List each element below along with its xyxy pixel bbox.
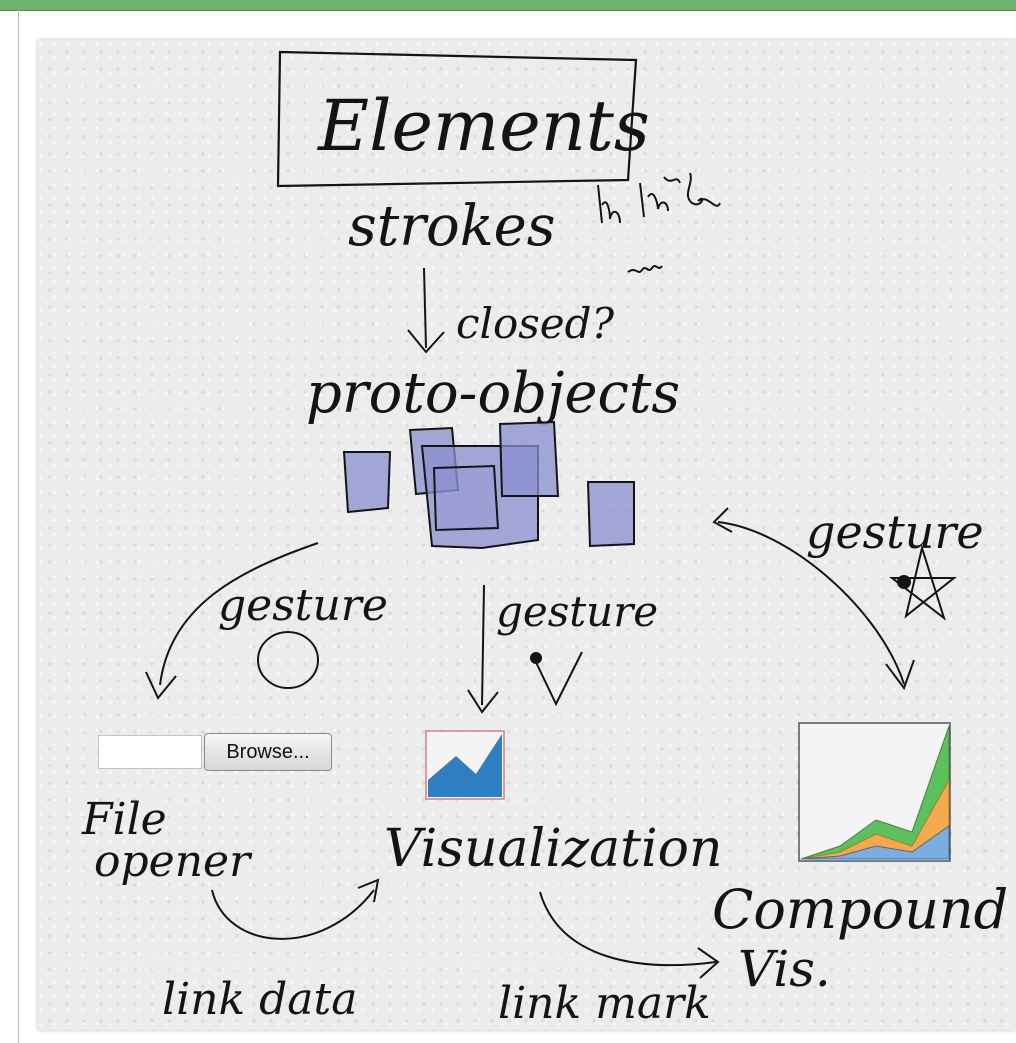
link-data-label: link data bbox=[162, 974, 357, 1025]
arrow-to-compound bbox=[717, 521, 905, 685]
scribble-strokes bbox=[597, 172, 721, 273]
arrow-strokes-to-proto bbox=[423, 267, 427, 349]
title-text: Elements bbox=[316, 85, 650, 167]
star-gesture-icon bbox=[889, 544, 957, 621]
arrow-link-mark bbox=[539, 891, 717, 967]
file-opener-label-line2: opener bbox=[94, 836, 253, 887]
proto-object-shapes bbox=[342, 420, 635, 550]
compound-vis-thumbnail bbox=[798, 722, 951, 862]
left-border bbox=[18, 10, 19, 1043]
arrow-link-data bbox=[211, 889, 375, 940]
strokes-label: strokes bbox=[348, 194, 556, 259]
visualization-label: Visualization bbox=[384, 819, 722, 879]
gesture-left-label: gesture bbox=[218, 580, 388, 631]
proto-objects-label: proto-objects bbox=[306, 361, 680, 426]
check-gesture-icon bbox=[530, 651, 583, 707]
compound-label-line2: Vis. bbox=[738, 940, 831, 998]
file-opener-label-line1: File bbox=[81, 794, 167, 845]
file-path-input[interactable] bbox=[98, 735, 202, 769]
title-box bbox=[276, 50, 638, 188]
compound-label-line1: Compound bbox=[712, 878, 1008, 941]
closed-label: closed? bbox=[456, 299, 615, 348]
arrow-to-visualization bbox=[481, 584, 485, 706]
visualization-thumbnail bbox=[425, 730, 505, 800]
browse-button[interactable]: Browse... bbox=[204, 733, 332, 771]
circle-gesture-icon bbox=[257, 631, 319, 689]
top-bar bbox=[0, 0, 1016, 11]
link-mark-label: link mark bbox=[498, 978, 711, 1029]
gesture-right-label: gesture bbox=[806, 505, 984, 559]
arrow-to-file-opener bbox=[159, 542, 319, 686]
gesture-middle-label: gesture bbox=[496, 587, 658, 636]
